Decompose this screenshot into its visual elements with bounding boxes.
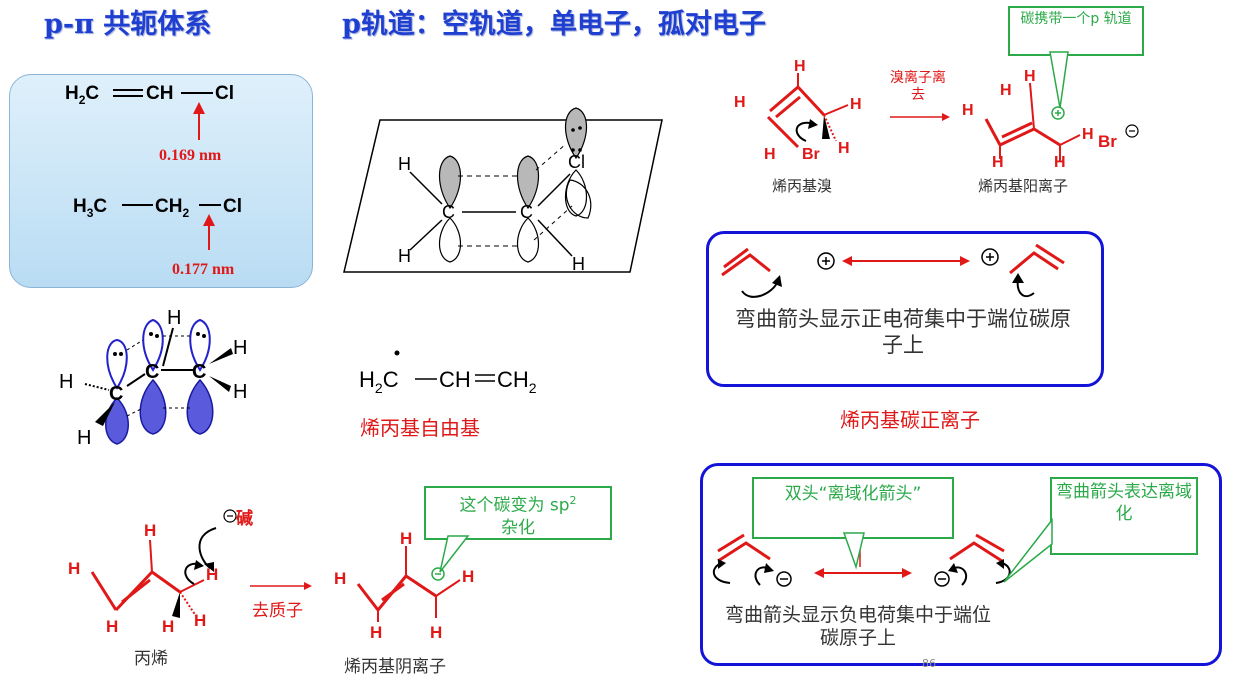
svg-text:H: H <box>1082 126 1094 143</box>
svg-text:Cl: Cl <box>223 196 242 217</box>
svg-text:C: C <box>442 202 455 222</box>
page-number: 86 <box>922 657 936 670</box>
svg-text:H: H <box>68 559 80 578</box>
sp2-callout-pointer <box>439 535 470 573</box>
cation-note: 弯曲箭头显示正电荷集中于端位碳原子上 <box>735 307 1071 357</box>
svg-text:H: H <box>734 94 746 111</box>
svg-text:H: H <box>233 381 247 403</box>
svg-text:H: H <box>430 623 442 642</box>
title-left: p-π 共轭体系 <box>44 9 212 40</box>
svg-text:C: C <box>192 361 206 383</box>
allyl-bromide-caption: 烯丙基溴 <box>772 177 833 195</box>
svg-text:H: H <box>206 565 218 584</box>
title-right: p轨道：空轨道，单电子，孤对电子 <box>342 9 766 40</box>
svg-text:H2C: H2C <box>359 367 399 396</box>
svg-text:H: H <box>370 623 382 642</box>
allyl-cation-caption: 烯丙基阳离子 <box>978 177 1069 195</box>
allyl-3d-orbital-model: H H H H H C C C <box>59 307 247 449</box>
bromide-leave-label: 溴离子离去 <box>890 70 946 103</box>
svg-text:H: H <box>194 611 206 630</box>
svg-text:H: H <box>144 521 156 540</box>
svg-text:H: H <box>992 154 1004 171</box>
cation-resonance-diagram <box>721 243 1065 298</box>
allyl-radical-formula: H2C CH CH2 <box>359 350 537 396</box>
svg-text:H3C: H3C <box>73 196 107 220</box>
svg-text:H: H <box>106 617 118 636</box>
svg-text:C: C <box>145 361 159 383</box>
curved-arrow-callout: 弯曲箭头表达离域化 <box>1050 477 1198 555</box>
deprotonation-label: 去质子 <box>252 601 303 621</box>
svg-text:0.169 nm: 0.169 nm <box>159 147 222 164</box>
svg-text:CH: CH <box>439 367 471 392</box>
svg-text:Cl: Cl <box>215 83 234 104</box>
propene-caption: 丙烯 <box>134 649 168 669</box>
allyl-bromide-reaction: H H H H H Br H H H H H H Br <box>734 58 1139 171</box>
delocalization-arrow-callout: 双头“离域化箭头” <box>752 477 954 539</box>
svg-text:CH2: CH2 <box>155 196 189 220</box>
bond-length-box <box>9 74 313 288</box>
svg-text:H2C: H2C <box>65 83 99 107</box>
svg-text:Br: Br <box>802 146 820 163</box>
svg-text:C: C <box>520 202 533 222</box>
svg-text:H: H <box>1054 154 1066 171</box>
svg-text:H: H <box>962 102 974 119</box>
svg-text:H: H <box>794 58 806 75</box>
svg-text:Br: Br <box>1098 132 1117 151</box>
svg-text:0.177 nm: 0.177 nm <box>172 261 235 278</box>
allyl-radical-caption: 烯丙基自由基 <box>360 416 480 440</box>
svg-text:H: H <box>400 529 412 548</box>
svg-text:碱: 碱 <box>236 508 253 528</box>
svg-text:H: H <box>572 254 585 274</box>
allyl-anion-caption: 烯丙基阴离子 <box>344 657 446 677</box>
svg-text:CH: CH <box>146 83 173 104</box>
svg-text:H: H <box>59 371 73 393</box>
svg-text:H: H <box>233 337 247 359</box>
svg-text:H: H <box>838 140 850 157</box>
bond-length-diagram: H2C CH Cl 0.169 nm H3C CH2 Cl 0.177 nm <box>65 83 242 278</box>
svg-text:H: H <box>1000 82 1012 99</box>
svg-text:H: H <box>462 567 474 586</box>
propene-deprotonation: H H H H H H 碱 H H H H H <box>68 508 474 642</box>
svg-text:CH2: CH2 <box>497 367 537 396</box>
svg-text:H: H <box>398 154 411 174</box>
svg-text:H: H <box>167 307 181 329</box>
svg-text:H: H <box>77 427 91 449</box>
delocalization-callout-pointer <box>842 532 865 570</box>
svg-text:H: H <box>764 146 776 163</box>
svg-text:H: H <box>162 617 174 636</box>
anion-resonance-diagram <box>712 533 1011 587</box>
svg-text:H: H <box>1024 68 1036 85</box>
svg-text:Cl: Cl <box>568 152 585 172</box>
svg-text:C: C <box>109 383 123 405</box>
callout-pointer <box>1049 51 1069 109</box>
allyl-cation-caption-main: 烯丙基碳正离子 <box>840 408 980 432</box>
svg-text:H: H <box>850 96 862 113</box>
svg-text:H: H <box>334 569 346 588</box>
p-orbital-callout: 碳携带一个p 轨道 <box>1008 6 1144 56</box>
svg-text:H: H <box>398 246 411 266</box>
vinyl-chloride-orbital-diagram: H H C C Cl H <box>343 107 663 274</box>
anion-note: 弯曲箭头显示负电荷集中于端位碳原子上 <box>724 604 991 649</box>
curved-callout-pointer <box>1003 517 1053 583</box>
